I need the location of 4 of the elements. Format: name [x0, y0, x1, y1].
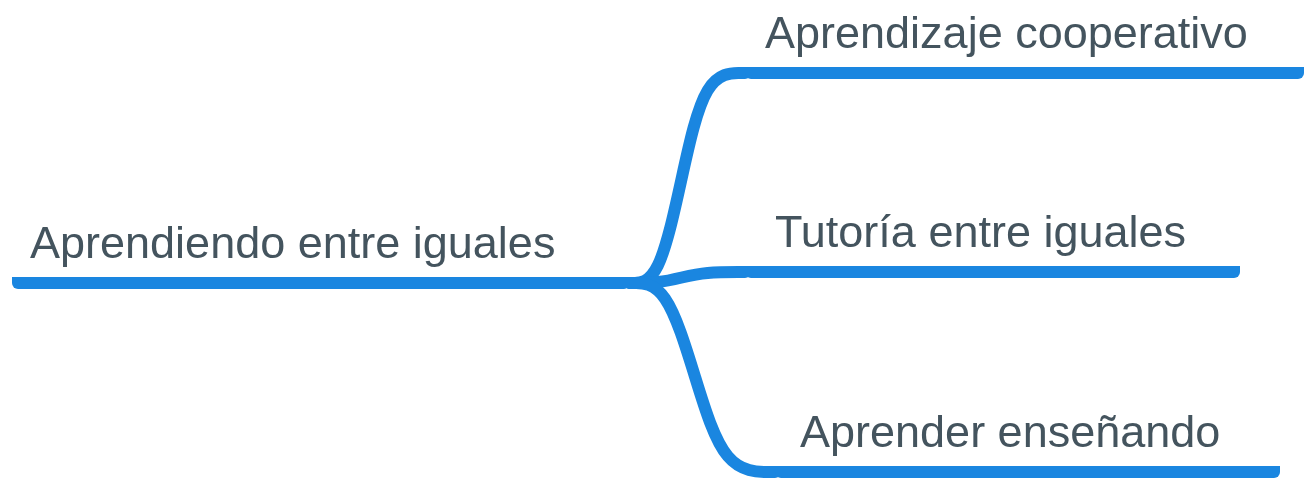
topic-label: Aprendiendo entre iguales: [29, 217, 557, 269]
topic-label: Tutoría entre iguales: [774, 206, 1188, 258]
topic-label: Aprender enseñando: [799, 406, 1222, 458]
topic-label: Aprendizaje cooperativo: [764, 7, 1249, 59]
